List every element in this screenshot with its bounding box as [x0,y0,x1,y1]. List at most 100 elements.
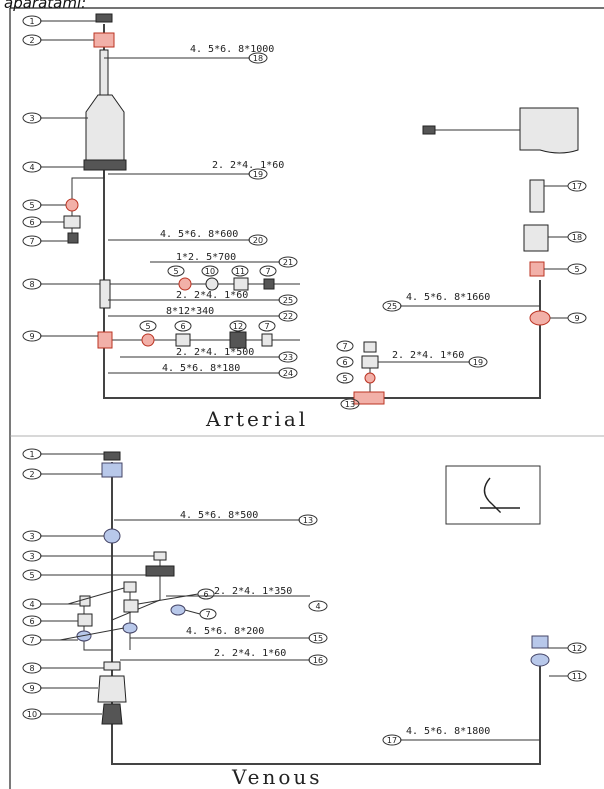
pressure-part-6 [175,333,191,347]
label-a5-heparin: 5 [173,267,178,276]
venous-part-4a [123,581,137,593]
venous-cap-1 [103,451,121,461]
label-a5-pressure: 5 [145,322,150,331]
page-caption: aparatamı: [4,0,87,12]
pressure-clamp [141,333,155,347]
label-v8: 8 [29,664,34,673]
heparin-loop [205,277,219,291]
dim-venous-500: 4. 5*6. 8*500 [180,510,258,521]
label-a18-right: 18 [572,233,582,242]
label-a5: 5 [29,201,34,210]
venous-chamber-9 [97,675,127,703]
venous-section: 1 2 3 13 3 5 4 6 7 8 9 10 6 4 7 15 16 12… [22,448,587,789]
arterial-bag-connector [422,125,436,135]
venous-part-12 [531,635,549,649]
label-a12: 12 [233,322,243,331]
label-a13: 13 [345,400,355,409]
label-a17: 17 [572,182,582,191]
venous-part-6b [77,613,93,627]
arterial-part-7-bottom [363,341,377,353]
label-a9-right: 9 [574,314,579,323]
arterial-clamp-5 [65,198,79,212]
dim-arterial-500: 2. 2*4. 1*500 [176,347,254,358]
arterial-part-18 [523,224,549,252]
label-a7-heparin: 7 [265,267,270,276]
arterial-part-13 [353,391,385,405]
arterial-junction-8 [99,279,111,309]
label-v4: 4 [29,600,34,609]
venous-filter-10 [101,703,123,725]
arterial-connector-red [93,32,115,48]
label-v10: 10 [27,710,37,719]
label-a7-pressure: 7 [264,322,269,331]
arterial-bag [519,107,579,154]
dim-arterial-60b: 2. 2*4. 1*60 [176,290,248,301]
venous-part-3 [103,528,121,544]
dim-arterial-600: 4. 5*6. 8*600 [160,229,238,240]
label-v11: 11 [572,672,582,681]
dim-venous-60: 2. 2*4. 1*60 [214,648,286,659]
pressure-part-7 [261,333,273,347]
venous-clamp-7b [122,622,138,634]
label-v1: 1 [29,450,34,459]
label-a7-bottom: 7 [342,342,347,351]
label-a6-bottom: 6 [342,358,347,367]
label-a4: 4 [29,163,34,172]
arterial-part-7 [67,232,79,244]
label-a8: 8 [29,280,34,289]
label-a23: 23 [283,353,293,362]
label-v15: 15 [313,634,323,643]
label-v17: 17 [387,736,397,745]
label-v5: 5 [29,571,34,580]
venous-part-6a [123,599,139,613]
venous-main-tube [111,462,541,765]
heparin-clamp [178,277,192,291]
label-v13: 13 [303,516,313,525]
arterial-title: Arterial [205,407,308,431]
label-a5-right: 5 [574,265,579,274]
label-a21: 21 [283,258,293,267]
label-v7b: 7 [205,610,210,619]
label-a24: 24 [283,369,293,378]
label-v12: 12 [572,644,582,653]
leader-v7 [40,627,125,641]
arterial-clamp-5-bottom [364,372,376,384]
label-a7: 7 [29,237,34,246]
label-a18: 18 [253,54,263,63]
label-a6-pressure: 6 [180,322,185,331]
arterial-part-6-bottom [361,355,379,369]
venous-connector-2 [101,462,123,478]
label-v4b: 4 [315,602,320,611]
label-a10: 10 [205,267,215,276]
venous-part-3b [153,551,167,561]
leader-v7b [184,609,201,615]
dim-venous-1800: 4. 5*6. 8*1800 [406,726,490,737]
venous-part-numbers: 1 2 3 13 3 5 4 6 7 8 9 10 6 4 7 15 16 12… [22,448,587,746]
label-a1: 1 [29,17,34,26]
arterial-drip-chamber [85,94,125,166]
label-v6: 6 [29,617,34,626]
arterial-upper-tube [99,49,109,96]
label-a2: 2 [29,36,34,45]
dim-venous-350: 2. 2*4. 1*350 [214,586,292,597]
dim-arterial-main: 4. 5*6. 8*1000 [190,44,274,55]
label-v2: 2 [29,470,34,479]
dim-arterial-60c: 2. 2*4. 1*60 [392,350,464,361]
venous-title: Venous [231,765,323,789]
label-a3: 3 [29,114,34,123]
arterial-part-numbers: 1 2 18 3 4 19 5 6 7 20 8 21 5 10 11 7 25… [22,15,587,410]
label-a19: 19 [253,170,263,179]
venous-clamp-7c [170,604,186,616]
leader-v4 [40,587,125,605]
arterial-part-5-right [529,261,545,277]
venous-part-8 [103,661,121,671]
pressure-part-12 [229,331,247,349]
dim-arterial-180: 4. 5*6. 8*180 [162,363,240,374]
label-a11: 11 [235,267,245,276]
heparin-part-7 [263,278,275,290]
arterial-clamp-9 [529,310,551,326]
dim-arterial-340: 8*12*340 [166,306,214,317]
dim-arterial-1660: 4. 5*6. 8*1660 [406,292,490,303]
